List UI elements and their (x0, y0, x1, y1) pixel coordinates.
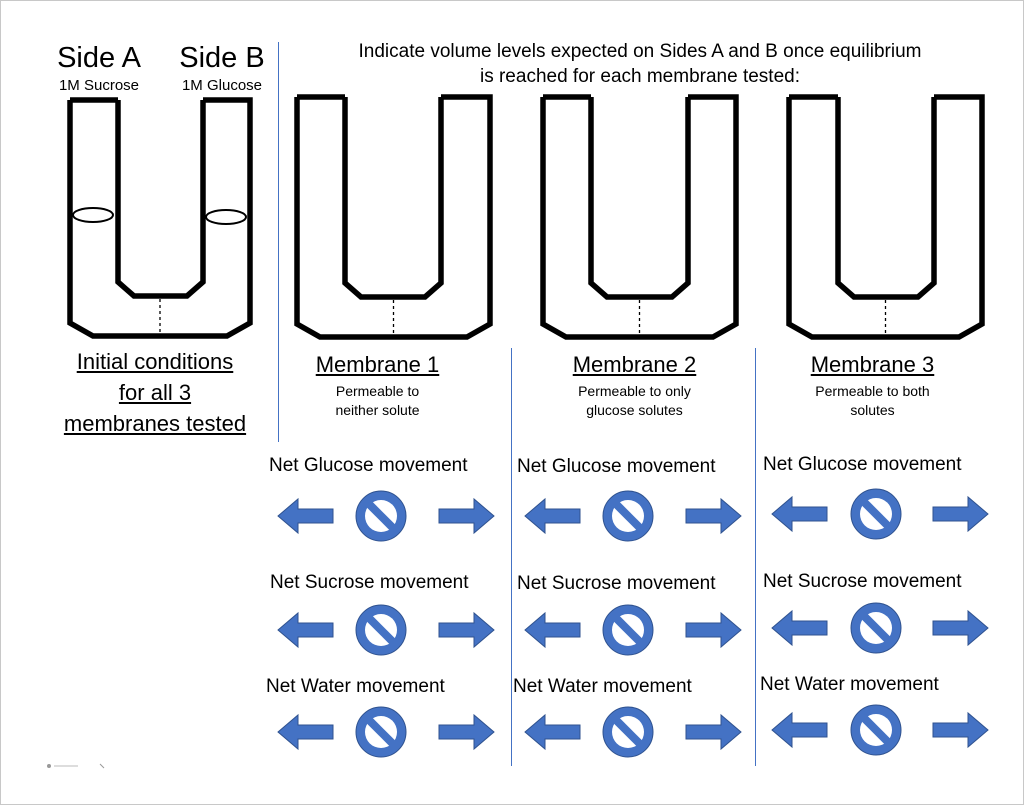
membrane-3-title: Membrane 3 (810, 352, 935, 377)
membrane-1-desc-line-1: Permeable to (335, 383, 420, 399)
m2-sucrose-arrow-left-icon[interactable] (524, 611, 581, 649)
m3-sucrose-arrow-right-icon[interactable] (932, 609, 989, 647)
m1-sucrose-no-symbol-icon-slash (365, 614, 397, 646)
m2-water-no-symbol-icon-slash (612, 716, 644, 748)
side-a-title: Side A (57, 42, 141, 74)
membrane-2-title: Membrane 2 (572, 352, 697, 377)
m1-water-label: Net Water movement (266, 676, 445, 697)
initial-conditions-line-1: Initial conditions (76, 349, 234, 374)
side-b-title: Side B (179, 42, 265, 74)
tube-membrane-2 (540, 94, 739, 340)
m1-glucose-no-symbol-icon[interactable] (355, 490, 407, 542)
m3-sucrose-no-symbol-icon[interactable] (850, 602, 902, 654)
divider-vertical-mem1-mem2 (511, 348, 512, 766)
m2-glucose-arrow-left-icon[interactable] (524, 497, 581, 535)
tube-initial (67, 97, 253, 339)
m1-water-no-symbol-icon[interactable] (355, 706, 407, 758)
tube-initial-level-side-a (72, 207, 114, 223)
m2-water-label: Net Water movement (513, 676, 692, 697)
m3-water-arrow-right-icon[interactable] (932, 711, 989, 749)
tube-membrane-1-inner (342, 97, 444, 300)
m2-water-no-symbol-icon[interactable] (602, 706, 654, 758)
m1-glucose-arrow-right-icon[interactable] (438, 497, 495, 535)
m1-glucose-arrow-left-icon[interactable] (277, 497, 334, 535)
tube-membrane-2-outer (540, 94, 739, 340)
initial-conditions-line-3: membranes tested (63, 411, 247, 436)
m3-water-arrow-left-icon[interactable] (771, 711, 828, 749)
m1-glucose-no-symbol-icon-slash (365, 500, 397, 532)
m2-water-arrow-left-icon[interactable] (524, 713, 581, 751)
membrane-3-desc-line-1: Permeable to both (815, 383, 930, 399)
instructions-line-2: is reached for each membrane tested: (479, 66, 800, 87)
m1-sucrose-arrow-left-icon[interactable] (277, 611, 334, 649)
tube-initial-inner (115, 100, 206, 299)
m2-sucrose-label: Net Sucrose movement (517, 573, 716, 594)
tube-membrane-1 (294, 94, 493, 340)
m3-water-no-symbol-icon-slash (860, 714, 892, 746)
m2-water-arrow-right-icon[interactable] (685, 713, 742, 751)
m3-glucose-label: Net Glucose movement (763, 454, 962, 475)
tube-membrane-1-outer (294, 94, 493, 340)
membrane-1-title: Membrane 1 (315, 352, 440, 377)
m1-water-arrow-left-icon[interactable] (277, 713, 334, 751)
membrane-3-desc-line-2: solutes (850, 402, 895, 418)
m3-glucose-arrow-right-icon[interactable] (932, 495, 989, 533)
m1-sucrose-no-symbol-icon[interactable] (355, 604, 407, 656)
tube-initial-level-side-b (205, 209, 247, 225)
membrane-1-desc-line-2: neither solute (335, 402, 420, 418)
m3-water-no-symbol-icon[interactable] (850, 704, 902, 756)
side-a-subtitle: 1M Sucrose (58, 77, 140, 94)
m3-water-label: Net Water movement (760, 674, 939, 695)
tube-membrane-2-inner (588, 97, 691, 300)
m1-water-arrow-right-icon[interactable] (438, 713, 495, 751)
side-b-subtitle: 1M Glucose (181, 77, 263, 94)
m3-glucose-arrow-left-icon[interactable] (771, 495, 828, 533)
m2-sucrose-arrow-right-icon[interactable] (685, 611, 742, 649)
tube-initial-outer (67, 97, 253, 339)
m3-sucrose-label: Net Sucrose movement (763, 571, 962, 592)
tube-membrane-3-outer (786, 94, 985, 340)
divider-vertical-main (278, 42, 279, 442)
m2-glucose-no-symbol-icon[interactable] (602, 490, 654, 542)
m3-sucrose-arrow-left-icon[interactable] (771, 609, 828, 647)
m2-sucrose-no-symbol-icon-slash (612, 614, 644, 646)
m1-sucrose-label: Net Sucrose movement (270, 572, 469, 593)
membrane-2-desc-line-1: Permeable to only (578, 383, 691, 399)
m3-glucose-no-symbol-icon-slash (860, 498, 892, 530)
m2-sucrose-no-symbol-icon[interactable] (602, 604, 654, 656)
m1-water-no-symbol-icon-slash (365, 716, 397, 748)
m2-glucose-label: Net Glucose movement (517, 456, 716, 477)
m1-glucose-label: Net Glucose movement (269, 455, 468, 476)
m3-sucrose-no-symbol-icon-slash (860, 612, 892, 644)
tube-membrane-3 (786, 94, 985, 340)
initial-conditions-line-2: for all 3 (118, 380, 192, 405)
m2-glucose-arrow-right-icon[interactable] (685, 497, 742, 535)
page-glyph-icon (47, 763, 105, 769)
membrane-2-desc-line-2: glucose solutes (586, 402, 683, 418)
tube-membrane-3-inner (835, 97, 937, 300)
instructions-line-1: Indicate volume levels expected on Sides… (358, 41, 922, 62)
m3-glucose-no-symbol-icon[interactable] (850, 488, 902, 540)
m2-glucose-no-symbol-icon-slash (612, 500, 644, 532)
divider-vertical-mem2-mem3 (755, 348, 756, 766)
m1-sucrose-arrow-right-icon[interactable] (438, 611, 495, 649)
